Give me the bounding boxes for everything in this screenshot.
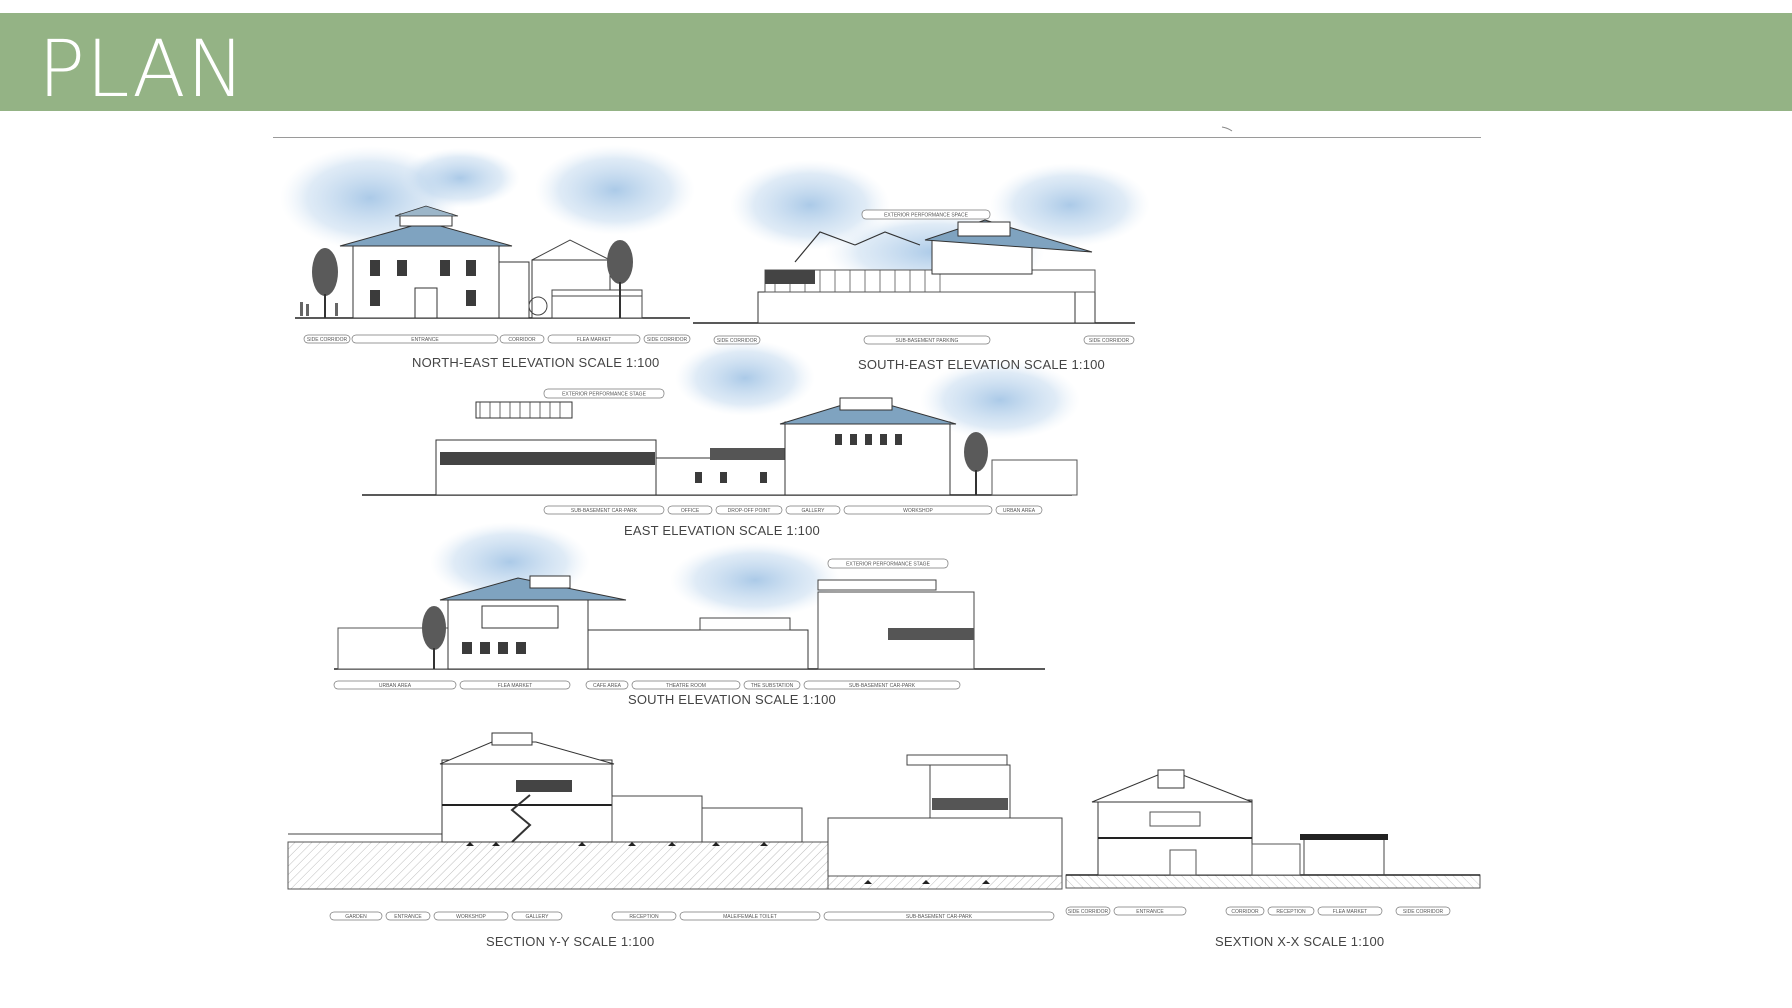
room-tag: [547, 334, 641, 344]
east-elevation: EXTERIOR PERFORMANCE STAGE: [362, 340, 1080, 496]
section-xx-caption: SEXTION X-X SCALE 1:100: [1215, 934, 1385, 949]
se-top-tag-text: EXTERIOR PERFORMANCE SPACE: [884, 213, 968, 219]
room-tag: [803, 680, 961, 690]
room-tag-label: DROP-OFF POINT: [728, 508, 771, 514]
room-tag-label: URBAN AREA: [379, 683, 412, 689]
room-tag-label: SIDE CORRIDOR: [1068, 909, 1109, 915]
room-tag-label: RECEPTION: [629, 914, 659, 920]
room-tag-label: RECEPTION: [1276, 909, 1306, 915]
south-elevation: EXTERIOR PERFORMANCE STAGE: [334, 522, 1045, 670]
page-title: PLAN: [38, 25, 246, 115]
room-tag: [1083, 335, 1135, 345]
room-tag-label: SUB-BASEMENT CAR-PARK: [906, 914, 973, 920]
north-east-tags: SIDE CORRIDOR ENTRANCE CORRIDOR FLEA MARKET…: [303, 334, 691, 344]
room-tag: [643, 334, 691, 344]
ne-caption: NORTH-EAST ELEVATION SCALE 1:100: [412, 355, 660, 370]
room-tag-label: URBAN AREA: [1003, 508, 1036, 514]
room-tag: [785, 505, 841, 515]
room-tag: [743, 680, 801, 690]
room-tag: [585, 680, 629, 690]
section-yy-caption: SECTION Y-Y SCALE 1:100: [486, 934, 655, 949]
south-top-tag-text: EXTERIOR PERFORMANCE STAGE: [846, 562, 930, 568]
room-tag-label: ENTRANCE: [1136, 909, 1164, 915]
room-tag-label: SUB-BASEMENT CAR-PARK: [571, 508, 638, 514]
room-tag-label: SIDE CORRIDOR: [1403, 909, 1444, 915]
room-tag-label: SIDE CORRIDOR: [1089, 338, 1130, 344]
room-tag-label: GARDEN: [345, 914, 367, 920]
room-tag-label: GALLERY: [802, 508, 826, 514]
room-tag-label: WORKSHOP: [456, 914, 486, 920]
room-tag: [1225, 906, 1265, 916]
room-tag: [333, 680, 457, 690]
room-tag-label: ENTRANCE: [411, 337, 439, 343]
room-tag: [303, 334, 351, 344]
room-tag-label: SIDE CORRIDOR: [307, 337, 348, 343]
room-tag-label: MALE/FEMALE TOILET: [723, 914, 777, 920]
section-yy: [287, 732, 1063, 890]
room-tag: [1065, 906, 1111, 916]
north-east-elevation: [280, 145, 695, 319]
section-yy-tags: GARDEN ENTRANCE WORKSHOP GALLERY RECEPTION MA…: [329, 911, 1055, 921]
room-tag: [611, 911, 677, 921]
room-tag: [667, 505, 713, 515]
room-tag: [385, 911, 431, 921]
room-tag: [1267, 906, 1315, 916]
south-top-tag: [827, 558, 949, 569]
room-tag-label: OFFICE: [681, 508, 700, 514]
room-tag-label: GALLERY: [526, 914, 550, 920]
room-tag: [433, 911, 509, 921]
room-tag: [459, 680, 571, 690]
room-tag: [499, 334, 545, 344]
room-tag: [679, 911, 821, 921]
section-xx-tags: SIDE CORRIDOR ENTRANCE CORRIDOR RECEPTION FL…: [1065, 906, 1451, 916]
se-top-tag: [861, 209, 991, 220]
room-tag-label: FLEA MARKET: [577, 337, 611, 343]
room-tag-label: ENTRANCE: [394, 914, 422, 920]
room-tag: [543, 505, 665, 515]
room-tag-label: SUB-BASEMENT PARKING: [896, 338, 959, 344]
room-tag: [1113, 906, 1187, 916]
room-tag-label: CAFE AREA: [593, 683, 622, 689]
room-tag-label: THEATRE ROOM: [666, 683, 706, 689]
room-tag: [351, 334, 499, 344]
room-tag: [329, 911, 383, 921]
room-tag-label: FLEA MARKET: [498, 683, 532, 689]
east-caption: EAST ELEVATION SCALE 1:100: [624, 523, 820, 538]
room-tag: [863, 335, 991, 345]
east-top-tag: [543, 388, 665, 399]
south-caption: SOUTH ELEVATION SCALE 1:100: [628, 692, 836, 707]
east-top-tag-text: EXTERIOR PERFORMANCE STAGE: [562, 392, 646, 398]
room-tag-label: CORRIDOR: [1231, 909, 1259, 915]
se-caption: SOUTH-EAST ELEVATION SCALE 1:100: [858, 357, 1105, 372]
south-east-elevation: EXTERIOR PERFORMANCE SPACE: [693, 160, 1150, 324]
room-tag: [995, 505, 1043, 515]
title-banner: PLAN: [0, 13, 1792, 115]
room-tag: [631, 680, 741, 690]
room-tag: [1395, 906, 1451, 916]
room-tag-label: SIDE CORRIDOR: [647, 337, 688, 343]
room-tag: [823, 911, 1055, 921]
room-tag: [1317, 906, 1383, 916]
east-tags: SUB-BASEMENT CAR-PARK OFFICE DROP-OFF POIN…: [543, 505, 1043, 515]
divider-line: [273, 137, 1481, 138]
room-tag-label: THE SUBSTATION: [751, 683, 794, 689]
room-tag: [511, 911, 563, 921]
room-tag-label: WORKSHOP: [903, 508, 933, 514]
south-tags: URBAN AREA FLEA MARKET CAFE AREA THEATRE RO…: [333, 680, 961, 690]
room-tag: [843, 505, 993, 515]
room-tag-label: SUB-BASEMENT CAR-PARK: [849, 683, 916, 689]
room-tag: [715, 505, 783, 515]
section-xx: [1065, 769, 1481, 889]
room-tag-label: FLEA MARKET: [1333, 909, 1367, 915]
room-tag-label: CORRIDOR: [508, 337, 536, 343]
